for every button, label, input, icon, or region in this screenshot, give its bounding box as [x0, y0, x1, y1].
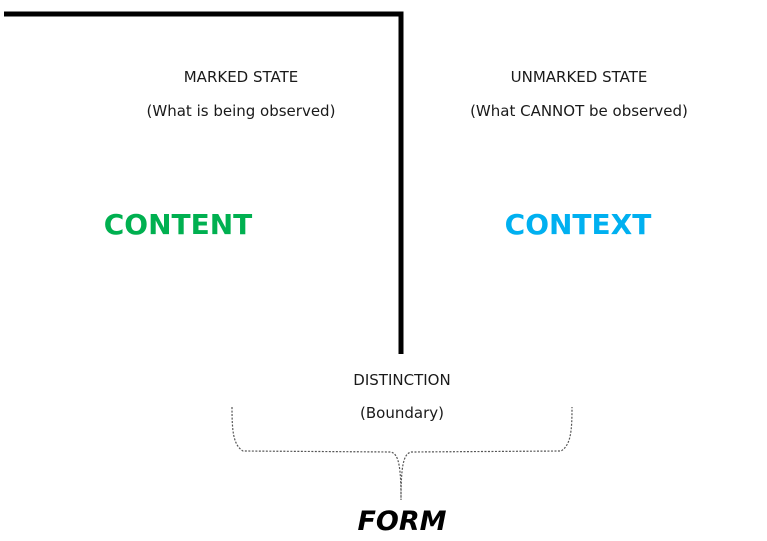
- unmarked-state-title: UNMARKED STATE: [510, 68, 648, 86]
- context-label: CONTEXT: [504, 208, 652, 241]
- content-label: CONTENT: [103, 208, 253, 241]
- form-brace: [231, 406, 573, 501]
- form-label: FORM: [357, 506, 447, 537]
- distinction-subtitle: (Boundary): [360, 404, 444, 422]
- unmarked-state-subtitle: (What CANNOT be observed): [470, 102, 688, 120]
- distinction-title: DISTINCTION: [353, 371, 451, 389]
- marked-state-subtitle: (What is being observed): [146, 102, 336, 120]
- mark-of-distinction-line: [4, 11, 404, 354]
- marked-state-title: MARKED STATE: [183, 68, 299, 86]
